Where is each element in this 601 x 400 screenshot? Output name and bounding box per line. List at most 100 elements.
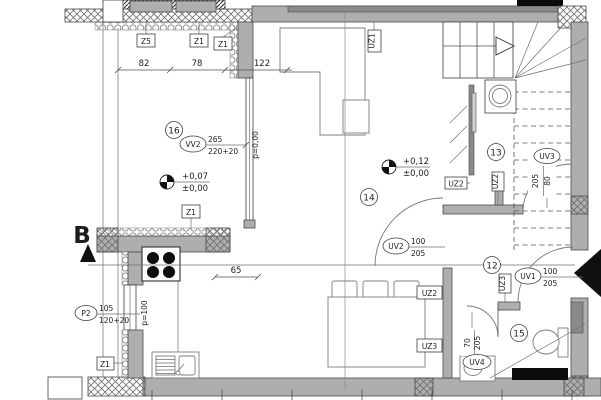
room-numbers: 16 14 13 12 15 [165, 121, 528, 342]
door-arc-uv4 [466, 305, 499, 338]
level-marker-living: +0,12 ±0,00 [381, 157, 430, 179]
opening-tags: VV2 265 220+20 p=0,00 P2 105 120+20 p=10… [74, 131, 583, 370]
tag-uv4-ellipse [462, 354, 492, 370]
tag-uz2-rotated: UZ2 [491, 174, 500, 189]
section-arrow-right [574, 249, 601, 297]
dimension-ticks [211, 273, 262, 281]
interior-walls [96, 21, 584, 379]
staircase [442, 21, 587, 250]
p2-height: 120+20 [99, 316, 129, 325]
dining-set [327, 280, 426, 368]
bottom-wall [142, 377, 601, 397]
washer-side-panel [471, 92, 477, 133]
bottom-wall-hatch-1 [414, 377, 434, 397]
uv3-height: 205 [531, 174, 540, 189]
dimension-kitchen: 65 [211, 266, 262, 281]
uv2-width: 100 [411, 237, 426, 246]
bottom-wall-hatch-2 [563, 377, 585, 397]
burner [163, 266, 175, 278]
kitchen [141, 246, 200, 379]
tag-z1: Z1 [194, 37, 204, 46]
tag-uv3-ellipse [533, 148, 561, 164]
tag-p2-ellipse [74, 305, 98, 321]
level-room16-top: +0,07 [182, 172, 208, 182]
room-number-13: 13 [490, 149, 501, 159]
uv2-height: 205 [411, 249, 426, 258]
tag-p2: P2 [81, 309, 91, 318]
stove [141, 246, 181, 282]
coffee-table [342, 99, 370, 134]
tag-uv1: UV1 [520, 272, 536, 281]
dining-hall-wall [442, 267, 453, 379]
washing-machine-drum-inner [492, 88, 508, 104]
sink-drainer [155, 355, 176, 376]
section-letter-b: B [73, 223, 91, 249]
sink-tap-spout [177, 363, 185, 372]
tag-uv1-ellipse [514, 267, 542, 285]
tag-vv2: VV2 [185, 140, 200, 149]
right-wall-upper [570, 21, 589, 251]
exterior-walls [47, 0, 601, 400]
tag-z5: Z5 [141, 37, 151, 46]
uv4-width: 70 [463, 338, 472, 348]
bottom-left-wall [87, 376, 146, 397]
dim-78: 78 [192, 59, 203, 69]
p2-width: 105 [99, 304, 114, 313]
toilet-bowl [532, 329, 560, 355]
burner [147, 266, 159, 278]
tag-uz3: UZ3 [422, 342, 437, 351]
exterior-step [47, 376, 83, 400]
wc-dark-block [570, 301, 584, 334]
door-arc-uv2 [374, 197, 444, 267]
uv1-width: 100 [543, 267, 558, 276]
dimension-top: 82 78 122 [114, 59, 292, 74]
tag-uv4: UV4 [469, 358, 485, 367]
wc-top-wall [497, 301, 521, 311]
shaft-black-element [512, 368, 568, 380]
dim-122: 122 [254, 59, 270, 69]
tag-vv2-ellipse [179, 135, 207, 153]
tag-z1: Z1 [100, 360, 110, 369]
room16-bottom-hatch-left [96, 227, 119, 253]
level-living-bottom: ±0,00 [403, 169, 429, 179]
room-number-15: 15 [513, 330, 524, 340]
sliding-door-leaf [449, 105, 468, 164]
dimension-ticks [114, 66, 291, 74]
vv2-height: 220+20 [208, 147, 238, 156]
tag-uv2-ellipse [382, 237, 410, 255]
uv3-width: 80 [543, 176, 552, 186]
note-p100: p=100 [140, 300, 149, 326]
dining-table [327, 296, 426, 368]
tag-uz1: UZ1 [368, 33, 377, 48]
drainer-ribs [156, 359, 175, 374]
vv2-width: 265 [208, 135, 223, 144]
glazing-end-block [243, 219, 256, 229]
top-left-pier [102, 0, 124, 23]
room-number-16: 16 [168, 127, 180, 137]
section-arrow-left [80, 244, 96, 262]
uv4-height: 205 [473, 336, 482, 351]
bottom-dimension-ticks [151, 390, 573, 400]
left-glazed-boundary [102, 22, 119, 377]
note-p000: p=0,00 [251, 131, 260, 159]
level-living-top: +0,12 [403, 157, 429, 167]
level-marker-room16: +0,07 ±0,00 [159, 172, 210, 194]
tag-uz2: UZ2 [448, 180, 463, 189]
lintel-z5 [129, 0, 173, 13]
stair-winders [514, 21, 587, 79]
living-room-furniture [279, 27, 370, 136]
sink-tap [175, 370, 181, 376]
shaft-diagonal [489, 323, 586, 379]
pier [237, 21, 254, 79]
sink-basin [178, 355, 196, 376]
room-number-14: 14 [363, 194, 375, 204]
kitchen-wall-insulation-2 [121, 329, 129, 379]
room-number-12: 12 [486, 262, 497, 272]
top-wall-dark-band [287, 5, 559, 13]
top-wall-insulation [94, 21, 253, 31]
door-arc-uv1 [517, 246, 574, 303]
dim-65: 65 [231, 266, 242, 276]
burner [163, 252, 175, 264]
